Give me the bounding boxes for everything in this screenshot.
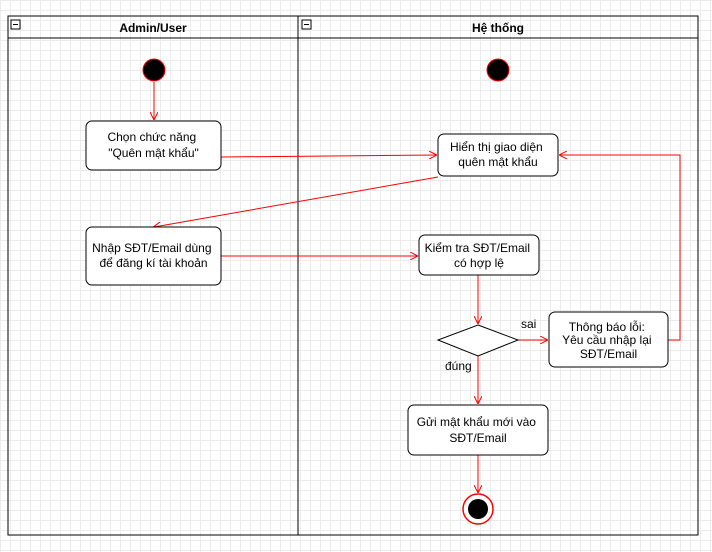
action-text-line: Chọn chức năng: [107, 130, 196, 144]
action-error-notice[interactable]: Thông báo lỗi: Yêu cầu nhập lại SĐT/Emai…: [548, 311, 669, 368]
svg-text:Hiển thị giao diện quên: Hiển thị giao diện quên mật khẩu: [450, 140, 546, 169]
action-choose-function[interactable]: Chọn chức năng "Quên mật khẩu": [85, 120, 222, 171]
minus-square-icon[interactable]: [301, 19, 312, 30]
action-text-line: SĐT/Email: [449, 431, 506, 445]
swimlane-system[interactable]: Hệ thống: [297, 15, 699, 536]
svg-text:Thông báo lỗi: Yêu cầu n: Thông báo lỗi: Yêu cầu nhập lại SĐT/Emai…: [562, 319, 655, 361]
action-text-line: Nhập SĐT/Email dùng: [92, 241, 211, 255]
edge-show-ui-to-enter: [154, 176, 439, 227]
svg-text:Kiểm tra SĐT/Email có hợ: Kiểm tra SĐT/Email có hợp lệ: [425, 241, 534, 270]
minus-square-icon[interactable]: [10, 19, 21, 30]
lane-title-system: Hệ thống: [472, 21, 524, 35]
action-check-valid[interactable]: Kiểm tra SĐT/Email có hợp lệ: [418, 234, 540, 276]
action-text-line: có hợp lệ: [454, 256, 504, 270]
lane-title-admin-user: Admin/User: [119, 21, 187, 35]
action-text-line: Thông báo lỗi:: [569, 319, 645, 334]
svg-text:Nhập SĐT/Email dùng để đ: Nhập SĐT/Email dùng để đăng kí tài khoản: [92, 241, 215, 270]
action-send-new-password[interactable]: Gửi mật khẩu mới vào SĐT/Email: [407, 404, 549, 456]
action-enter-phone-email[interactable]: Nhập SĐT/Email dùng để đăng kí tài khoản: [85, 226, 222, 286]
decision-node[interactable]: [436, 324, 520, 357]
start-node-system[interactable]: [486, 58, 510, 82]
action-text-line: Gửi mật khẩu mới vào: [417, 415, 537, 429]
action-text-line: Hiển thị giao diện: [450, 140, 543, 154]
action-show-forgot-ui[interactable]: Hiển thị giao diện quên mật khẩu: [437, 133, 559, 177]
edge-choose-to-show-ui: [220, 155, 436, 157]
edge-error-to-show-ui: [560, 155, 681, 341]
svg-text:Chọn chức năng "Quên mật: Chọn chức năng "Quên mật khẩu": [107, 130, 199, 160]
svg-text:Gửi mật khẩu mới vào SĐT: Gửi mật khẩu mới vào SĐT/Email: [417, 415, 540, 445]
start-node-admin-user[interactable]: [142, 58, 166, 82]
action-text-line: Yêu cầu nhập lại: [562, 333, 651, 347]
action-text-line: để đăng kí tài khoản: [99, 256, 207, 270]
action-text-line: quên mật khẩu: [458, 155, 537, 169]
edge-label-right: đúng: [445, 359, 472, 373]
edges: [154, 82, 681, 492]
action-text-line: Kiểm tra SĐT/Email: [425, 241, 530, 255]
edge-label-wrong: sai: [521, 317, 536, 331]
end-node[interactable]: [462, 493, 494, 525]
action-text-line: SĐT/Email: [580, 347, 637, 361]
action-text-line: "Quên mật khẩu": [108, 146, 199, 160]
